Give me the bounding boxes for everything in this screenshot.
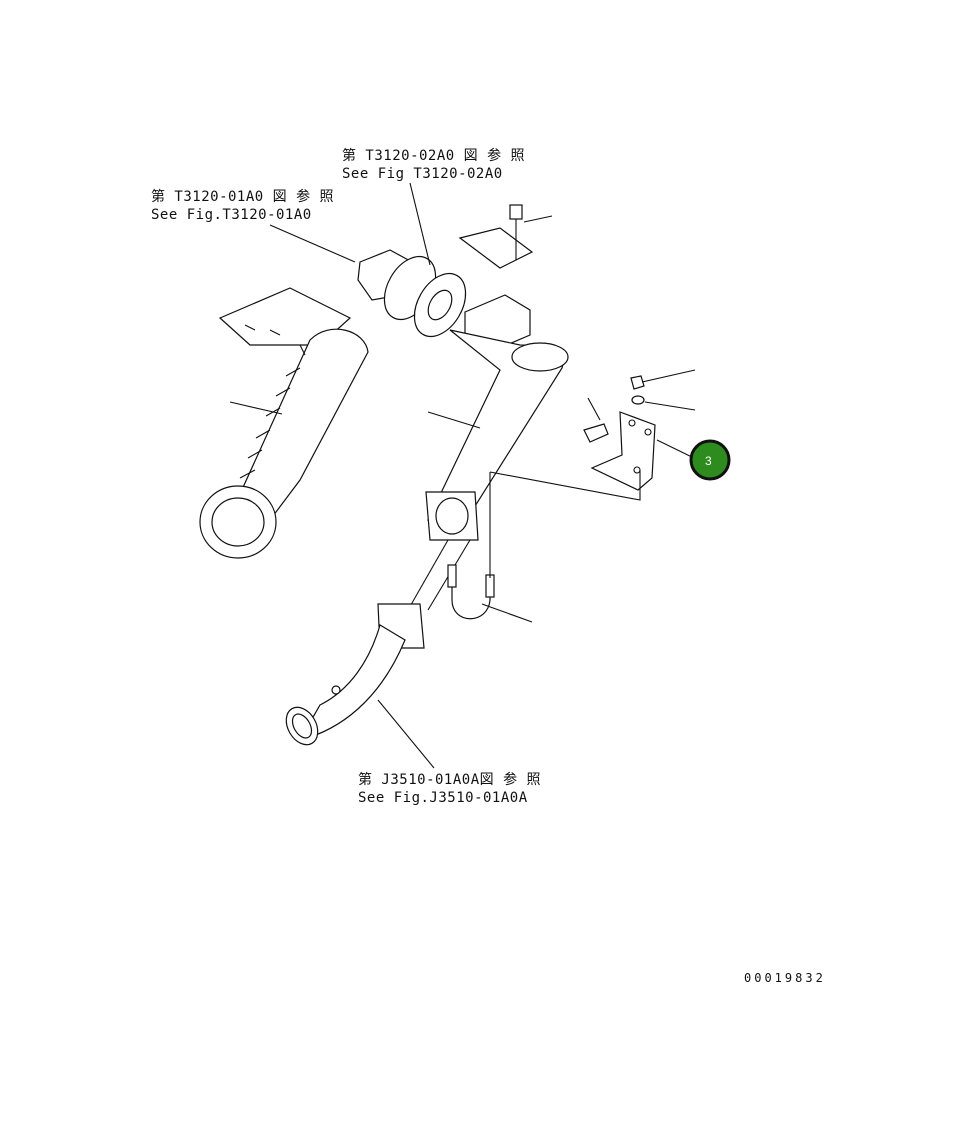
lower-pipe xyxy=(285,603,425,746)
reference-t3120-01a0-jp: 第 T3120-01A0 図 参 照 xyxy=(151,189,335,205)
reference-t3120-02a0-en: See Fig T3120-02A0 xyxy=(342,166,503,182)
left-pipe-assembly xyxy=(199,287,369,559)
drawing-number: 00019832 xyxy=(744,971,826,985)
reference-j3510-01a0a-jp: 第 J3510-01A0A図 参 照 xyxy=(358,772,542,788)
callout-number: 3 xyxy=(705,454,712,468)
reference-j3510-01a0a-en: See Fig.J3510-01A0A xyxy=(358,790,528,806)
reference-t3120-02a0-jp: 第 T3120-02A0 図 参 照 xyxy=(342,148,526,164)
leader-lines xyxy=(229,182,699,769)
main-pipe xyxy=(407,204,569,611)
reference-j3510-01a0a: 第 J3510-01A0A図 参 照 See Fig.J3510-01A0A xyxy=(358,771,541,807)
mounting-bracket xyxy=(583,375,656,491)
reference-t3120-01a0: 第 T3120-01A0 図 参 照 See Fig.T3120-01A0 xyxy=(151,188,334,224)
callout-circle[interactable] xyxy=(689,439,731,481)
flange-gasket xyxy=(357,249,467,338)
reference-t3120-02a0: 第 T3120-02A0 図 参 照 See Fig T3120-02A0 xyxy=(342,147,525,183)
u-bolt xyxy=(447,564,495,620)
reference-t3120-01a0-en: See Fig.T3120-01A0 xyxy=(151,207,312,223)
